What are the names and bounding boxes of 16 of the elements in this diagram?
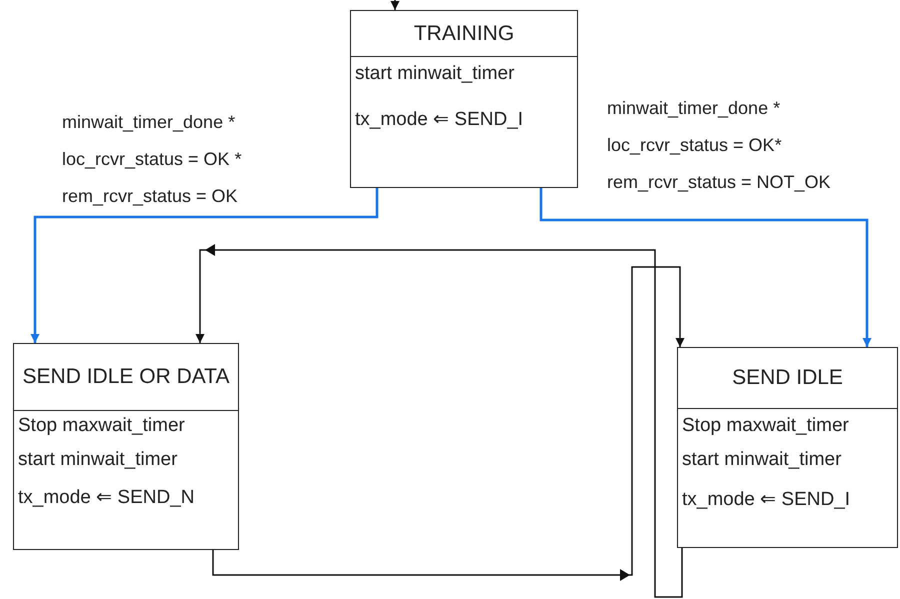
state-box xyxy=(350,10,578,188)
state-name: SEND IDLE OR DATA xyxy=(22,365,230,389)
edge-label: minwait_timer_done * loc_rcvr_status = OK* rem_rcvr_status = NOT_OK xyxy=(607,97,832,194)
state-action: start minwait_timer xyxy=(355,63,514,85)
state-box xyxy=(13,343,239,550)
state-action: tx_mode ⇐ SEND_I xyxy=(682,488,850,511)
state-name: SEND IDLE xyxy=(732,366,843,390)
state-action: Stop maxwait_timer xyxy=(18,415,185,437)
state-action: Stop maxwait_timer xyxy=(682,415,849,437)
edge-label: minwait_timer_done * loc_rcvr_status = OK * rem_rcvr_status = OK xyxy=(62,111,243,208)
state-action: tx_mode ⇐ SEND_I xyxy=(355,108,524,131)
state-name: TRAINING xyxy=(414,22,514,46)
state-action: start minwait_timer xyxy=(18,449,178,471)
state-box xyxy=(677,347,898,548)
state-action: start minwait_timer xyxy=(682,449,842,471)
state-action: tx_mode ⇐ SEND_N xyxy=(18,486,195,509)
